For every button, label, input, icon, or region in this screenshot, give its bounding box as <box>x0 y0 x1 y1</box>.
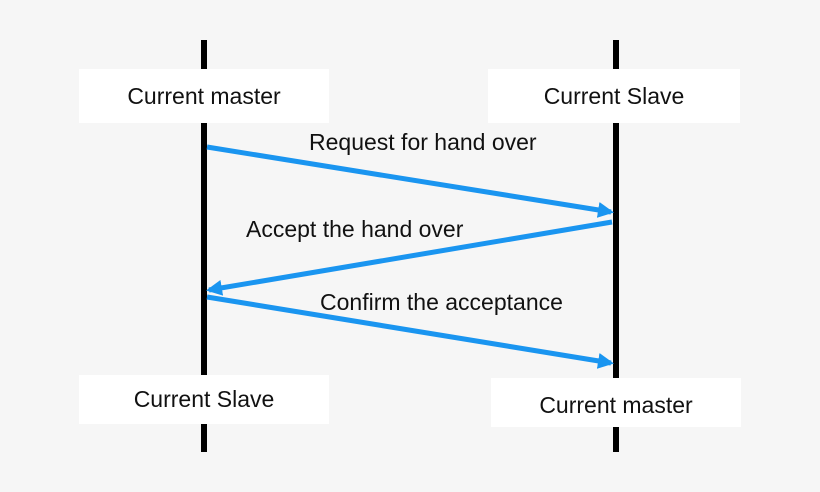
right-top-role-label: Current Slave <box>543 82 685 109</box>
right-bottom-role-box: Current master <box>491 378 741 427</box>
message-arrow-request <box>206 144 614 218</box>
message-arrow-accept <box>206 219 613 296</box>
left-top-role-label: Current master <box>127 82 281 109</box>
left-bottom-role-box: Current Slave <box>79 375 329 424</box>
right-bottom-role-label: Current master <box>539 392 693 418</box>
message-arrow-confirm <box>206 294 614 369</box>
left-bottom-role-label: Current Slave <box>133 386 275 412</box>
right-top-role-box: Current Slave <box>488 69 740 123</box>
left-top-role-box: Current master <box>79 69 329 123</box>
message-label-confirm: Confirm the acceptance <box>320 289 563 315</box>
message-label-accept: Accept the hand over <box>246 216 464 242</box>
message-label-request: Request for hand over <box>309 129 537 155</box>
